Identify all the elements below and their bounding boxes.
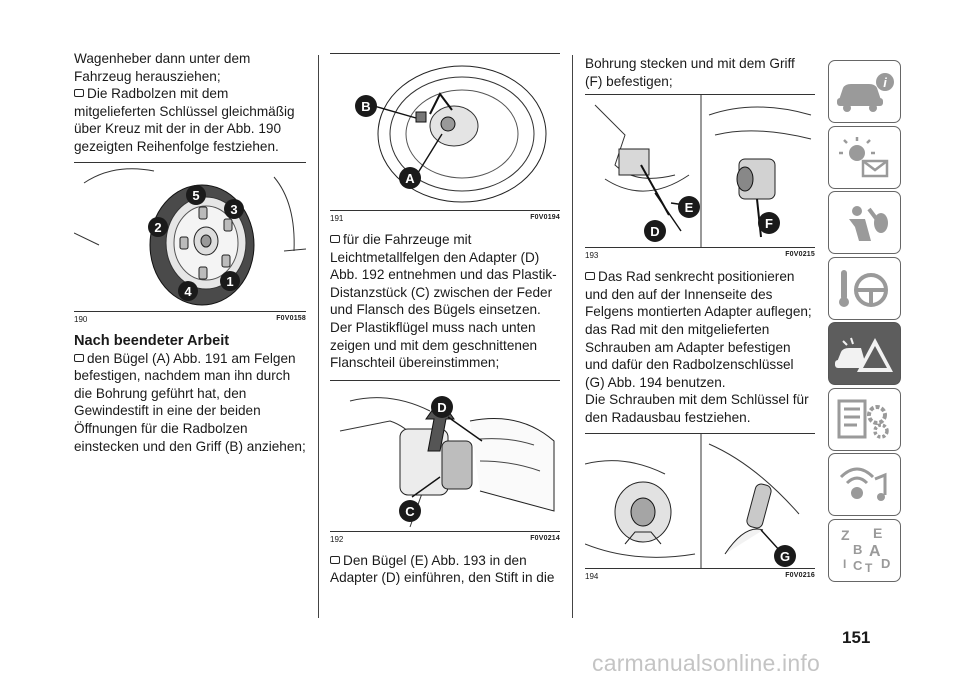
car-info-icon: i	[836, 72, 894, 112]
emergency-warning-icon	[834, 337, 893, 372]
tab-maintenance[interactable]	[828, 387, 901, 451]
figure-caption: 194 F0V0216	[585, 572, 815, 581]
dashboard-lights-icon	[838, 137, 888, 178]
figure-number: 194	[585, 571, 599, 581]
bullet-icon	[74, 353, 84, 362]
label-f: F	[765, 216, 773, 231]
wheel-adapter-mount-illustration: G	[585, 433, 800, 568]
tab-emergency[interactable]	[828, 322, 901, 385]
figure-code: F0V0214	[530, 534, 560, 542]
figure-caption: 192 F0V0214	[330, 535, 560, 544]
label-c: C	[405, 504, 415, 519]
label-4: 4	[184, 284, 192, 299]
figure-caption: 190 F0V0158	[74, 315, 306, 324]
tab-multimedia[interactable]	[828, 453, 901, 516]
svg-text:Z: Z	[841, 527, 850, 543]
svg-text:B: B	[853, 542, 862, 557]
paragraph: Bohrung stecken und mit dem Griff (F) be…	[585, 56, 795, 89]
svg-text:A: A	[869, 543, 881, 560]
svg-text:I: I	[843, 557, 846, 571]
maintenance-gear-icon	[837, 399, 889, 439]
label-b: B	[361, 99, 370, 114]
label-3: 3	[230, 202, 237, 217]
adapter-spacer-illustration: D C	[339, 395, 555, 527]
section-heading: Nach beendeter Arbeit	[74, 332, 230, 349]
multimedia-icon	[839, 467, 886, 501]
figure-number: 191	[330, 214, 344, 223]
figure-code: F0V0158	[276, 314, 306, 322]
paragraph: Wagenheber dann unter dem Fahrzeug herau…	[74, 51, 251, 84]
figure-caption: 191 F0V0194	[330, 214, 560, 223]
safety-airbag-icon	[848, 205, 888, 241]
figure-caption: 193 F0V0215	[585, 251, 815, 260]
steering-key-icon	[838, 270, 888, 307]
label-g: G	[780, 549, 790, 564]
bullet-icon	[74, 89, 84, 98]
paragraph: Die Schrauben mit dem Schlüssel für den …	[585, 392, 809, 425]
wheel-bolt-order-illustration: 5 3 2 4 1	[74, 167, 306, 306]
figure-194: G	[585, 432, 815, 569]
svg-text:C: C	[853, 558, 863, 573]
label-a: A	[405, 171, 415, 186]
paragraph: für die Fahrzeuge mit Leichtmetallfelgen…	[330, 232, 557, 371]
label-5: 5	[192, 188, 199, 203]
figure-193: E F D	[585, 94, 815, 249]
tab-dashboard-lights[interactable]	[828, 125, 901, 189]
bolt-order-labels: 5 3 2 4 1	[148, 184, 244, 301]
paragraph: den Bügel (A) Abb. 191 am Felgen befesti…	[74, 350, 306, 454]
bullet-icon	[585, 272, 595, 281]
svg-text:E: E	[873, 526, 882, 541]
label-d: D	[650, 224, 659, 239]
figure-code: F0V0215	[785, 251, 815, 259]
figure-191: B A	[330, 53, 560, 211]
svg-text:i: i	[883, 75, 887, 90]
chapter-tabs: i	[828, 60, 903, 584]
tab-car-info[interactable]: i	[828, 60, 901, 123]
paragraph: Den Bügel (E) Abb. 193 in den Adapter (D…	[330, 552, 555, 586]
label-e: E	[685, 200, 694, 215]
tab-safety[interactable]	[828, 191, 901, 254]
figure-number: 193	[585, 251, 599, 261]
figure-number: 192	[330, 534, 344, 544]
bullet-icon	[330, 235, 340, 243]
label-d: D	[437, 400, 446, 415]
label-2: 2	[154, 220, 161, 235]
alphabetical-index-icon: Z E B A I C T D	[841, 526, 890, 574]
column-2: B A 191 F0V0194 für die Fahrzeuge mit Le…	[330, 53, 560, 587]
bullet-icon	[330, 555, 340, 564]
figure-192: D C	[330, 379, 560, 532]
tab-index[interactable]: Z E B A I C T D	[828, 518, 901, 582]
svg-text:D: D	[881, 556, 890, 571]
paragraph: Die Radbolzen mit dem mitgelieferten Sch…	[74, 86, 295, 154]
figure-code: F0V0216	[785, 571, 815, 579]
page-number: 151	[842, 628, 871, 647]
column-divider	[318, 55, 319, 618]
bracket-adapter-illustration: E F D	[594, 95, 812, 248]
spare-wheel-bracket-illustration: B A	[355, 65, 547, 203]
label-1: 1	[226, 274, 233, 289]
column-1: Wagenheber dann unter dem Fahrzeug herau…	[74, 50, 306, 455]
paragraph: Das Rad senkrecht positionieren und den …	[585, 269, 812, 390]
figure-number: 190	[74, 314, 88, 324]
column-3: Bohrung stecken und mit dem Griff (F) be…	[585, 55, 815, 589]
column-divider	[572, 55, 573, 618]
figure-190: 5 3 2 4 1	[74, 161, 306, 312]
svg-text:T: T	[865, 561, 873, 574]
watermark: carmanualsonline.info	[592, 650, 820, 676]
figure-code: F0V0194	[530, 214, 560, 221]
tab-starting-driving[interactable]	[828, 256, 901, 320]
